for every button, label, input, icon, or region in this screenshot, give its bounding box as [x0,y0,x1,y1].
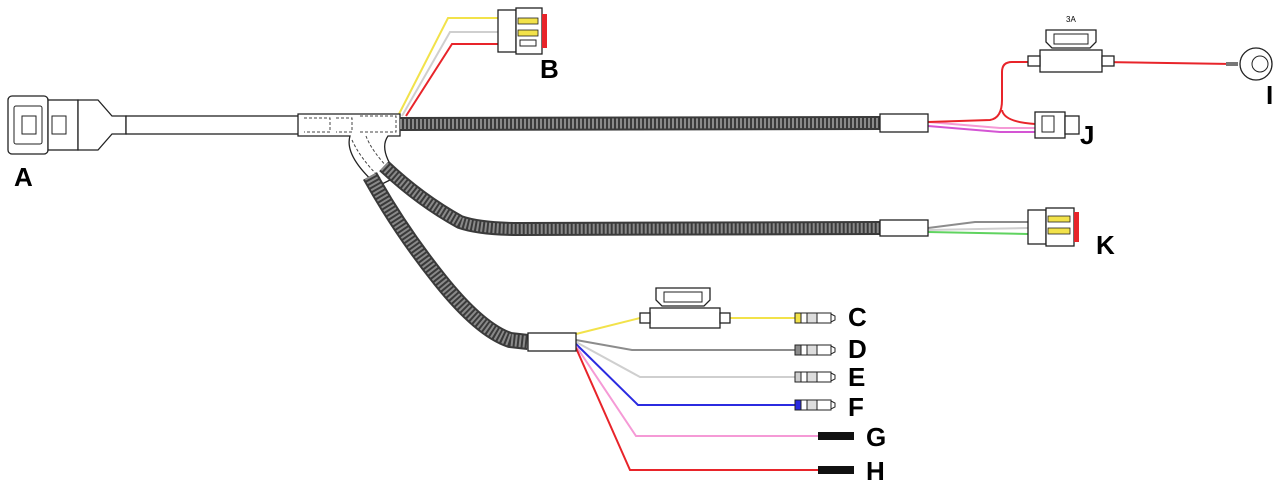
wire-k-gray [927,221,1028,229]
wire-g-pink [575,345,818,437]
wire-j-pink [927,121,1035,129]
label-k: K [1096,230,1115,260]
conduit-bottom [363,172,529,350]
label-j: J [1080,120,1094,150]
labels: A B C D E F G H I J K [14,54,1273,484]
wire-end-h [818,466,854,474]
wire-i-red [1101,61,1233,65]
sleeve-top [879,113,929,133]
connector-b [497,7,547,55]
connector-a [7,95,127,155]
wire-j-red [1001,109,1036,125]
fuse-holder-i: 3A [1027,15,1115,73]
sleeve-middle [879,219,929,237]
conduit-middle-ribs [380,162,881,235]
label-d: D [848,334,867,364]
wire-j-magenta [927,125,1035,133]
connector-k [1027,207,1079,247]
wire-f-blue [575,343,795,406]
wires [397,17,1233,471]
conduit-middle [379,160,881,237]
label-h: H [866,456,885,484]
wire-b-red [405,43,498,117]
wire-b-gray [401,31,498,117]
connector-j [1034,111,1080,139]
label-f: F [848,392,864,422]
pin-terminal-e [794,371,836,383]
sleeves [527,113,929,352]
label-e: E [848,362,865,392]
wire-k-green [927,231,1029,235]
conduits [363,116,881,350]
wire-d-gray [575,339,795,351]
fuse-rating-text: 3A [1066,15,1076,24]
label-g: G [866,422,886,452]
ring-terminal-i [1226,47,1273,81]
sleeve-bottom [527,332,577,352]
wire-h-red [575,347,818,471]
pin-terminal-c [794,312,836,324]
main-trunk [125,113,401,187]
pin-terminal-f [794,399,836,411]
pin-terminal-d [794,344,836,356]
wire-c-yellow [575,317,650,335]
pin-terminals [794,312,836,411]
wire-e-white [575,341,795,378]
wire-i-red-branch [927,61,1040,123]
wire-k-white [927,227,1029,231]
wire-b-yellow [397,17,498,117]
conduit-top-ribs [399,118,881,129]
label-b: B [540,54,559,84]
conduit-bottom-ribs [364,173,529,348]
label-c: C [848,302,867,332]
label-a: A [14,162,33,192]
label-i: I [1266,80,1273,110]
wire-end-g [818,432,854,440]
fuse-holder-c [639,287,731,329]
